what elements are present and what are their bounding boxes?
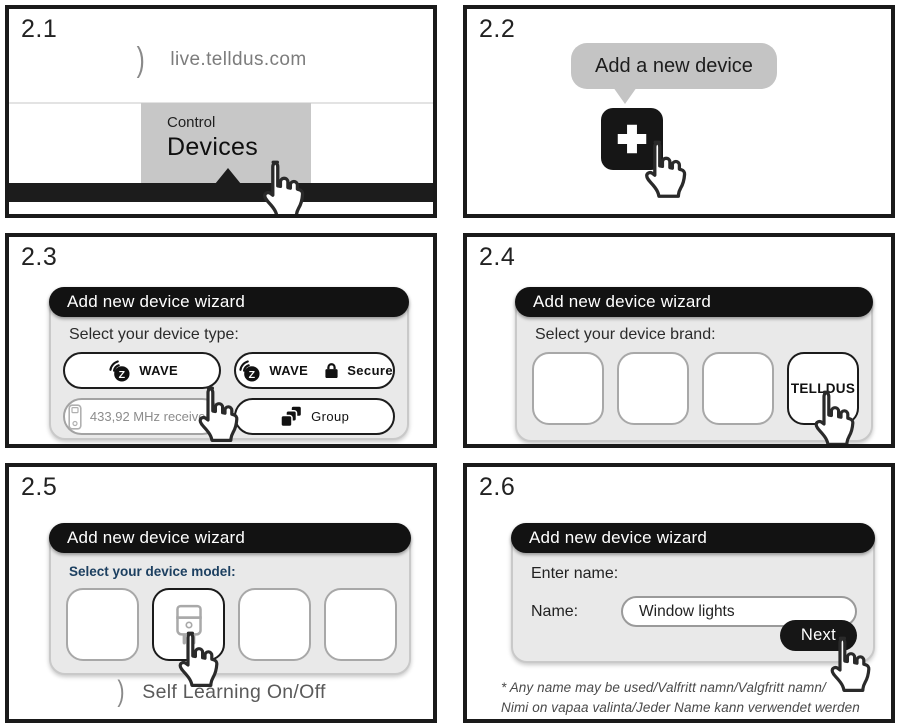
model-grid xyxy=(63,588,397,661)
wizard-title: Add new device wizard xyxy=(49,287,409,317)
menu-pointer-triangle xyxy=(215,168,241,184)
panel-2-2: 2.2 Add a new device xyxy=(463,5,895,218)
plug-device-icon xyxy=(170,603,208,647)
group-label: Group xyxy=(311,409,350,424)
footnote-line-2: Nimi on vapaa valinta/Jeder Name kann ve… xyxy=(501,699,860,715)
model-option-4[interactable] xyxy=(324,588,397,661)
receivers-label: 433,92 MHz receivers xyxy=(89,409,217,424)
device-type-prompt: Select your device type: xyxy=(69,326,239,343)
wizard-card: Add new device wizard Enter name: Name: … xyxy=(511,523,875,663)
type-zwave-button[interactable]: WAVE xyxy=(63,352,222,389)
wizard-card: Add new device wizard Select your device… xyxy=(49,523,411,675)
model-option-3[interactable] xyxy=(238,588,311,661)
step-number: 2.2 xyxy=(479,15,516,43)
step-number: 2.3 xyxy=(21,243,58,271)
panel-2-3: 2.3 Add new device wizard Select your de… xyxy=(5,233,437,448)
type-group-button[interactable]: Group xyxy=(234,398,395,435)
panel-2-6: 2.6 Add new device wizard Enter name: Na… xyxy=(463,463,895,723)
brand-option-3[interactable] xyxy=(702,352,774,425)
next-button[interactable]: Next xyxy=(779,620,857,651)
panel-2-1: 2.1 ) live.telldus.com Control Devices xyxy=(5,5,437,218)
add-device-button[interactable] xyxy=(601,108,663,170)
brand-option-telldus[interactable]: TELLDUS xyxy=(787,352,859,425)
step-number: 2.4 xyxy=(479,243,516,271)
zwave-logo-icon xyxy=(236,359,261,382)
self-learning-hint: ) Self Learning On/Off xyxy=(9,677,433,707)
panel-2-4: 2.4 Add new device wizard Select your de… xyxy=(463,233,895,448)
step-number: 2.5 xyxy=(21,473,58,501)
footnote-line-1: * Any name may be used/Valfritt namn/Val… xyxy=(501,680,826,695)
arc-chevron-icon: ) xyxy=(136,41,145,79)
wizard-title: Add new device wizard xyxy=(49,523,411,553)
arc-chevron-icon: ) xyxy=(117,675,125,708)
wizard-title: Add new device wizard xyxy=(515,287,873,317)
site-url-label: live.telldus.com xyxy=(170,49,307,70)
model-option-plug[interactable] xyxy=(152,588,225,661)
stacked-squares-icon xyxy=(280,405,303,428)
brand-option-1[interactable] xyxy=(532,352,604,425)
zwave-label: WAVE xyxy=(139,363,179,378)
receiver-device-icon xyxy=(68,404,82,430)
secure-label: Secure xyxy=(347,363,393,378)
panel-2-5: 2.5 Add new device wizard Select your de… xyxy=(5,463,437,723)
device-model-prompt: Select your device model: xyxy=(69,564,236,579)
type-433-receivers-button[interactable]: 433,92 MHz receivers xyxy=(63,398,222,435)
enter-name-prompt: Enter name: xyxy=(531,565,619,582)
footnote: * Any name may be used/Valfritt namn/Val… xyxy=(501,678,860,717)
step-number: 2.6 xyxy=(479,473,516,501)
menu-section-label: Control xyxy=(167,114,216,131)
step-number: 2.1 xyxy=(21,15,58,43)
model-option-1[interactable] xyxy=(66,588,139,661)
type-zwave-secure-button[interactable]: WAVE Secure xyxy=(234,352,395,389)
tooltip-tail xyxy=(613,87,637,104)
brand-option-2[interactable] xyxy=(617,352,689,425)
zwave-logo-icon xyxy=(106,359,131,382)
telldus-label: TELLDUS xyxy=(790,381,856,396)
device-brand-prompt: Select your device brand: xyxy=(535,326,716,343)
nav-bar xyxy=(9,183,433,202)
brand-grid: TELLDUS xyxy=(529,352,859,425)
wizard-card: Add new device wizard Select your device… xyxy=(515,287,873,442)
menu-item-label: Devices xyxy=(167,133,259,161)
wizard-title: Add new device wizard xyxy=(511,523,875,553)
zwave-label: WAVE xyxy=(269,363,309,378)
add-device-tooltip: Add a new device xyxy=(571,43,777,89)
breadcrumb: ) live.telldus.com xyxy=(135,43,307,77)
device-type-grid: WAVE WAVE Secure 433,92 MHz receivers xyxy=(63,352,395,435)
plus-icon xyxy=(614,121,650,157)
lock-icon xyxy=(324,362,339,379)
wizard-card: Add new device wizard Select your device… xyxy=(49,287,409,440)
hint-label: Self Learning On/Off xyxy=(142,680,326,703)
name-field-label: Name: xyxy=(531,602,579,620)
